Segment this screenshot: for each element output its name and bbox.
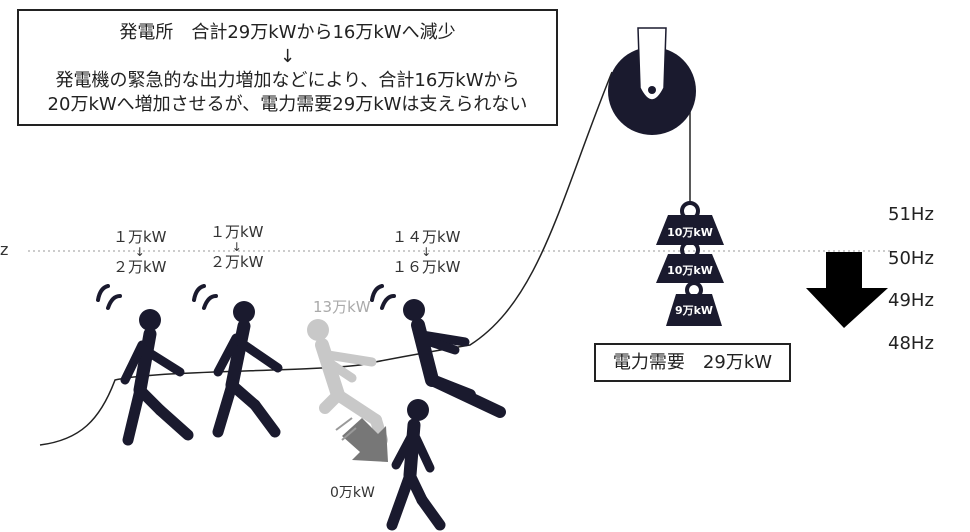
generator-2-arrow: ↓ — [231, 240, 242, 254]
worker-figure-3 — [370, 284, 506, 418]
callout-line-3: 20万kWへ増加させるが、電力需要29万kWは支えられない — [47, 94, 528, 115]
edge-fragment: z — [0, 240, 9, 259]
weight-3: 9万kW — [666, 281, 722, 326]
generator-2-before: １万kW — [210, 223, 264, 241]
weight-3-label: 9万kW — [675, 304, 713, 317]
generator-3-label: １４万kW ↓ １６万kW — [392, 228, 461, 276]
generator-3-after: １６万kW — [392, 258, 461, 276]
generator-1-arrow: ↓ — [134, 245, 145, 259]
weight-1-label: 10万kW — [667, 226, 713, 239]
generator-3-before: １４万kW — [392, 228, 461, 246]
walking-worker-figure — [386, 399, 446, 531]
callout-line-2: 発電機の緊急的な出力増加などにより、合計16万kWから — [55, 70, 520, 91]
frequency-49hz: 49Hz — [888, 290, 934, 311]
weight-1: 10万kW — [656, 201, 724, 245]
worker-figure-2 — [192, 284, 283, 438]
failed-worker-figure — [307, 319, 388, 446]
generator-2-after: ２万kW — [210, 253, 264, 271]
power-plant-callout: 発電所 合計29万kWから16万kWへ減少 ↓ 発電機の緊急的な出力増加などによ… — [17, 9, 558, 126]
generator-2-label: １万kW ↓ ２万kW — [210, 223, 264, 271]
weight-2: 10万kW — [656, 240, 724, 283]
pulley-icon — [608, 27, 696, 135]
rope — [39, 71, 613, 446]
frequency-48hz: 48Hz — [888, 333, 934, 354]
generator-3-arrow: ↓ — [421, 245, 432, 259]
callout-line-1: 発電所 合計29万kWから16万kWへ減少 — [119, 22, 456, 43]
frequency-51hz: 51Hz — [888, 204, 934, 225]
worker-figure-1 — [96, 284, 194, 446]
power-demand-label: 電力需要 29万kW — [594, 343, 791, 382]
callout-arrow: ↓ — [279, 46, 296, 67]
failed-generator-after-label: 0万kW — [330, 485, 375, 501]
generator-1-before: １万kW — [113, 228, 167, 246]
failed-generator-before-label: 13万kW — [313, 298, 371, 316]
frequency-50hz: 50Hz — [888, 248, 934, 269]
frequency-drop-arrow — [806, 252, 888, 328]
generator-1-label: １万kW ↓ ２万kW — [113, 228, 167, 276]
falling-motion-arrow — [335, 417, 388, 462]
weight-2-label: 10万kW — [667, 264, 713, 277]
generator-1-after: ２万kW — [113, 258, 167, 276]
